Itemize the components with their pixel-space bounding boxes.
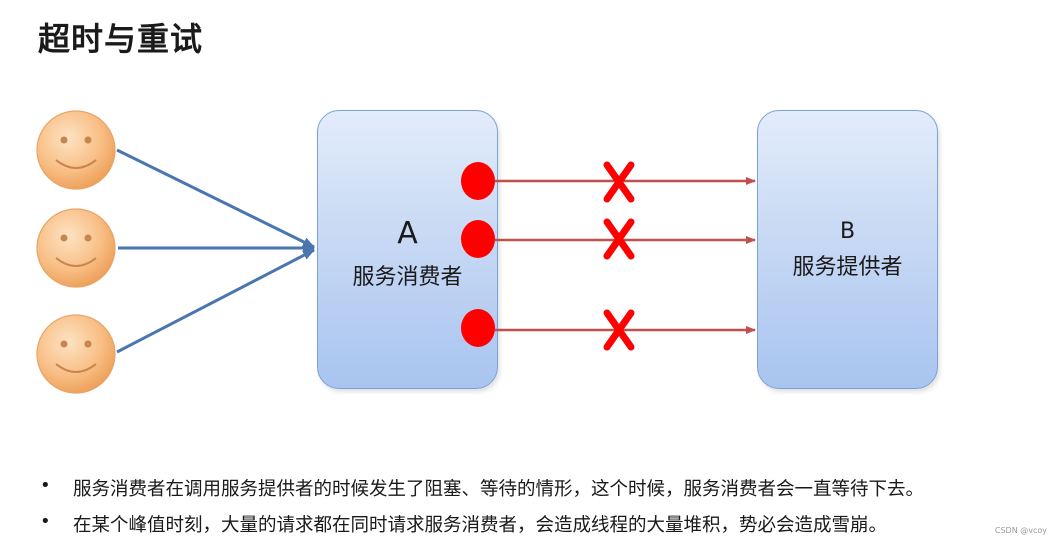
thread-dot xyxy=(461,309,495,347)
watermark: CSDN @vcoy xyxy=(994,526,1047,535)
cross-icon xyxy=(603,309,635,351)
thread-dot xyxy=(461,162,495,200)
slide-title: 超时与重试 xyxy=(38,20,204,58)
user-request-arrow xyxy=(116,248,315,354)
bullet-dot: • xyxy=(40,475,51,496)
service-provider-box: B 服务提供者 xyxy=(757,110,938,389)
consumer-letter: A xyxy=(397,216,418,251)
bullet-text: 在某个峰值时刻，大量的请求都在同时请求服务消费者，会造成线程的大量堆积，势必会造… xyxy=(73,515,888,536)
provider-label: 服务提供者 xyxy=(792,255,903,280)
smiley-face-icon xyxy=(34,312,118,396)
smiley-face-icon xyxy=(34,206,118,290)
cross-icon xyxy=(603,161,635,203)
user-request-arrow xyxy=(116,148,315,249)
smiley-face-icon xyxy=(34,108,118,192)
thread-dot xyxy=(461,220,495,258)
consumer-label: 服务消费者 xyxy=(352,265,463,290)
bullet-text: 服务消费者在调用服务提供者的时候发生了阻塞、等待的情形，这个时候，服务消费者会一… xyxy=(73,479,925,500)
bullet-dot: • xyxy=(40,511,51,532)
cross-icon xyxy=(603,218,635,260)
provider-letter: B xyxy=(839,219,856,244)
